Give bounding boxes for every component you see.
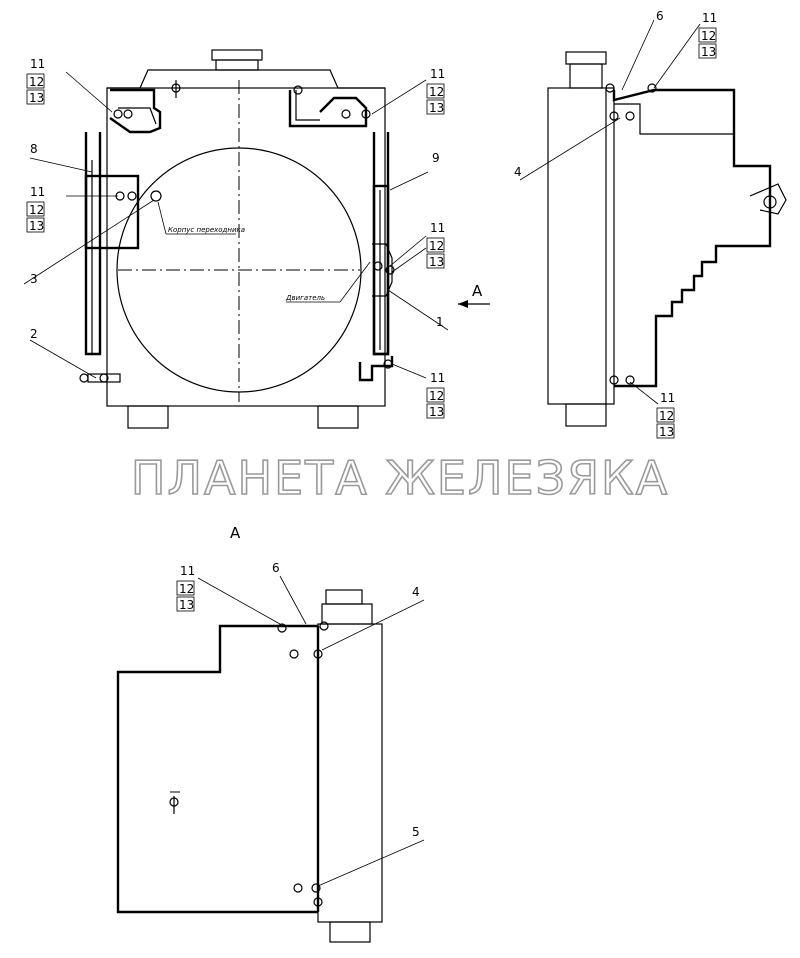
callout-13: 13 — [701, 45, 716, 59]
callout-11: 11 — [30, 57, 45, 71]
callout-1: 1 — [436, 315, 444, 329]
callout-13: 13 — [429, 101, 444, 115]
engine-annotation: Двигатель — [285, 294, 325, 302]
front-view: А Корпус переходника Двигатель — [23, 49, 490, 429]
view-a: А — [116, 524, 425, 943]
bolt-icon — [79, 80, 395, 383]
callouts: 11 12 13 11 12 13 8 9 11 12 13 11 12 13 … — [26, 9, 717, 839]
callout-13: 13 — [29, 219, 44, 233]
callout-12: 12 — [429, 389, 444, 403]
callout-11: 11 — [430, 221, 445, 235]
body-annotation: Корпус переходника — [168, 226, 245, 234]
leader-lines — [519, 19, 701, 405]
callout-13: 13 — [659, 425, 674, 439]
callout-13: 13 — [429, 255, 444, 269]
leader-lines — [23, 71, 449, 379]
callout-13: 13 — [29, 91, 44, 105]
bolt-icon — [605, 83, 657, 385]
view-arrow: А — [458, 282, 490, 308]
callout-13: 13 — [179, 598, 194, 612]
callout-11: 11 — [180, 564, 195, 578]
callout-4: 4 — [514, 165, 522, 179]
callout-11: 11 — [430, 371, 445, 385]
callout-12: 12 — [659, 409, 674, 423]
callout-3: 3 — [30, 272, 38, 286]
arrow-label: А — [472, 282, 483, 300]
callout-13: 13 — [429, 405, 444, 419]
view-a-label: А — [230, 524, 241, 542]
callout-11: 11 — [30, 185, 45, 199]
leader-lines — [197, 575, 425, 887]
callout-9: 9 — [432, 151, 440, 165]
callout-12: 12 — [29, 203, 44, 217]
callout-12: 12 — [429, 239, 444, 253]
callout-6: 6 — [656, 9, 664, 23]
callout-6: 6 — [272, 561, 280, 575]
watermark-text: ПЛАНЕТА ЖЕЛЕЗЯКА — [131, 451, 669, 505]
callout-12: 12 — [179, 582, 194, 596]
callout-12: 12 — [429, 85, 444, 99]
callout-11: 11 — [660, 391, 675, 405]
callout-5: 5 — [412, 825, 420, 839]
callout-2: 2 — [30, 327, 38, 341]
side-view — [519, 19, 787, 427]
callout-12: 12 — [29, 75, 44, 89]
callout-8: 8 — [30, 142, 38, 156]
bolt-icon — [277, 621, 329, 907]
callout-12: 12 — [701, 29, 716, 43]
callout-11: 11 — [430, 67, 445, 81]
callout-4: 4 — [412, 585, 420, 599]
callout-11: 11 — [702, 11, 717, 25]
